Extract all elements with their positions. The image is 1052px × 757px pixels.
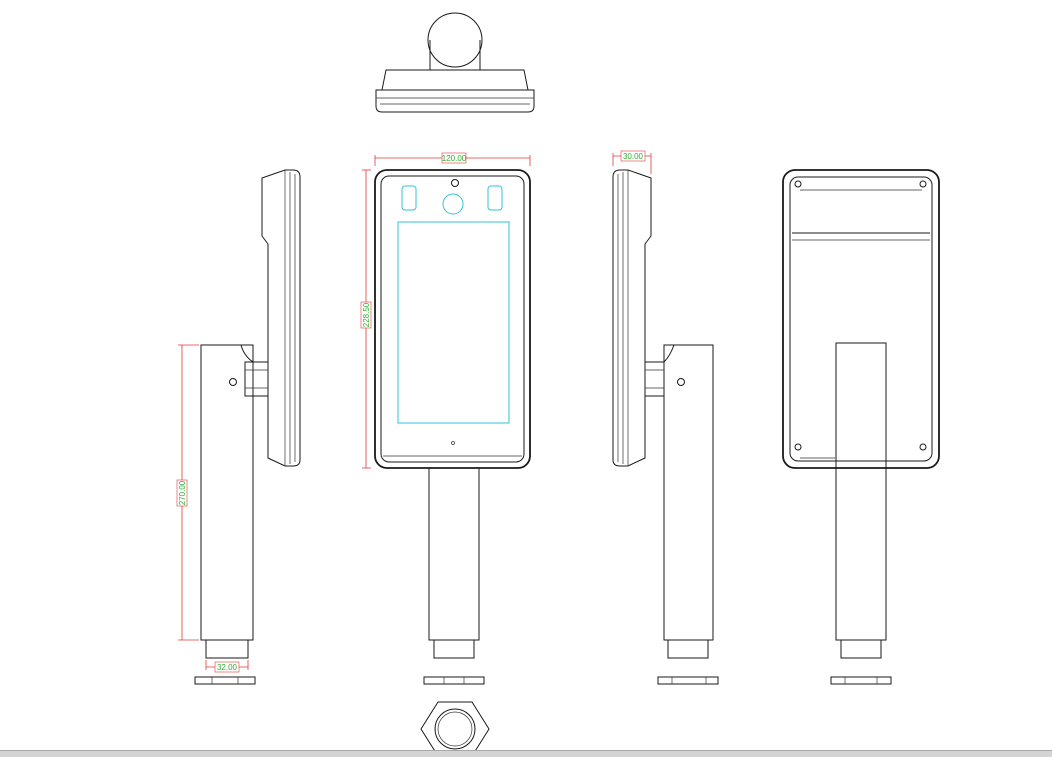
dimension-front-height: 228.50 [362, 302, 371, 327]
display-screen [397, 221, 510, 424]
dimension-stand-width: 32.00 [217, 663, 238, 672]
left-side-view [194, 169, 301, 685]
bottom-scrollbar[interactable] [0, 750, 1052, 757]
back-view [782, 169, 940, 685]
dim-front-height: 228.50 [360, 169, 372, 469]
dim-side-depth: 30.00 [612, 150, 652, 174]
dim-front-width: 120.00 [374, 152, 531, 166]
dimension-stand-height: 270.00 [178, 480, 187, 505]
dim-stand-width: 32.00 [205, 660, 249, 673]
right-side-view [612, 169, 719, 685]
dimension-side-depth: 30.00 [623, 152, 644, 161]
top-view [375, 12, 535, 113]
dim-stand-height: 270.00 [176, 344, 199, 641]
front-view [374, 169, 531, 757]
dimension-front-width: 120.00 [442, 154, 467, 163]
